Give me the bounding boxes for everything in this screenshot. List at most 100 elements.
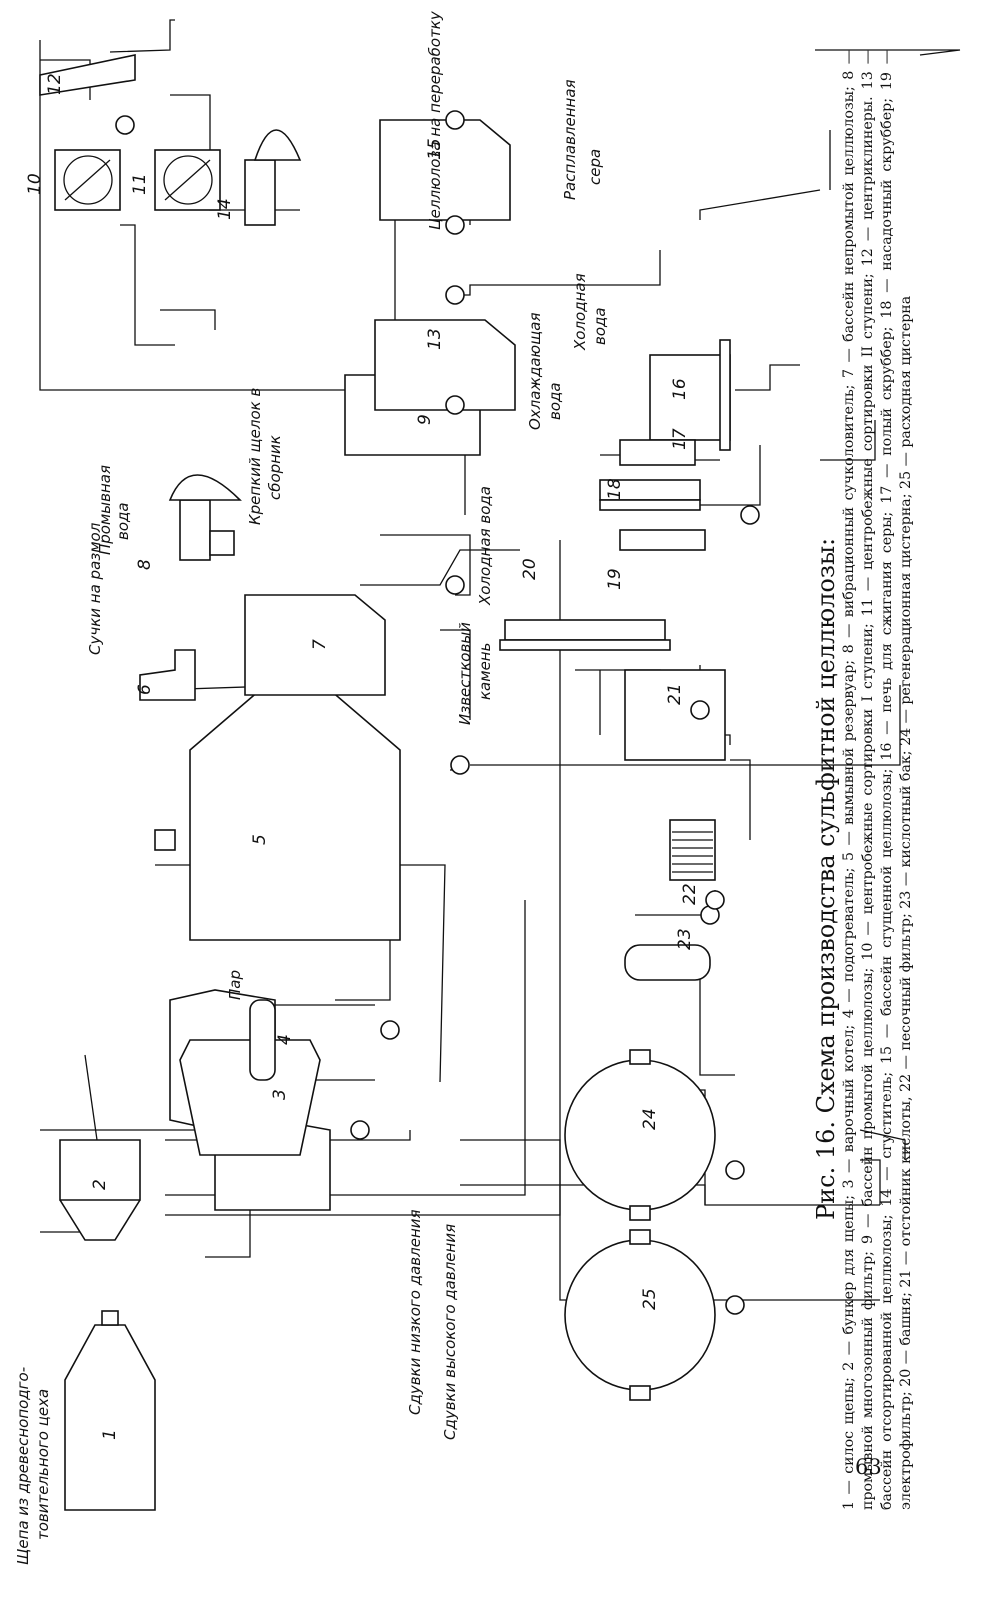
pump-icon <box>725 1295 745 1315</box>
acidtank-to-regen <box>660 964 735 1076</box>
number-11: 11 <box>130 173 150 195</box>
pump-icon <box>690 700 710 720</box>
number-9: 9 <box>415 414 435 425</box>
label-limestone-line1: Известковый <box>456 622 474 725</box>
equipment-4-heater <box>249 999 276 1081</box>
figure-legend: 1 — силос щепы; 2 — бункер для щепы; 3 —… <box>841 50 914 1510</box>
equipment-1-silo <box>64 1310 156 1511</box>
label-wash-water-line2: вода <box>114 502 132 540</box>
equipment-21-settler <box>624 669 726 761</box>
number-23: 23 <box>675 928 695 950</box>
pump-icon <box>725 1160 745 1180</box>
number-15: 15 <box>425 138 445 160</box>
number-20: 20 <box>520 558 540 580</box>
flow-labels: Щепа из древесноподго- товительного цеха… <box>14 10 609 1565</box>
number-10: 10 <box>25 173 45 195</box>
number-16: 16 <box>670 378 690 400</box>
equipment-23-acid-tank <box>624 944 711 981</box>
equipment-17-scrubber <box>619 439 696 466</box>
sulfur-burner-line <box>820 420 876 461</box>
figure-title: Рис. 16. Схема производства сульфитной ц… <box>812 537 840 1220</box>
pump-icon <box>445 395 465 415</box>
number-1: 1 <box>100 1429 120 1440</box>
label-cooling-water-line1: Охлаждающая <box>526 312 544 430</box>
page-number: 63 <box>855 1455 882 1479</box>
label-sulfur-line2: сера <box>586 149 604 185</box>
pump-icon <box>350 1120 370 1140</box>
number-24: 24 <box>640 1108 660 1130</box>
equipment-5-blow-tank <box>154 689 401 941</box>
pump-icon <box>705 890 725 910</box>
label-pulp-out: Целлюлоза на переработку <box>426 10 444 230</box>
number-21: 21 <box>665 683 685 705</box>
equipment-13-vat <box>374 319 516 411</box>
number-18: 18 <box>605 478 625 500</box>
equipment-20-tower <box>499 619 671 651</box>
label-weak-liquor-line2: сборник <box>266 435 284 500</box>
equipment-19-electrofilter <box>619 529 706 551</box>
label-sulfur-line1: Расплавленная <box>561 79 579 200</box>
pulp-out-line <box>815 49 961 56</box>
equipment-14-thickener <box>244 129 302 226</box>
label-chips-in-line1: Щепа из древесноподго- <box>14 1367 32 1565</box>
limestone-line <box>440 629 471 720</box>
number-5: 5 <box>250 834 270 845</box>
supply-connect <box>460 1184 706 1205</box>
tank-to-knotter-line <box>470 685 901 766</box>
supply-loop <box>460 1139 880 1301</box>
number-3: 3 <box>270 1089 290 1100</box>
pump-icon <box>445 575 465 595</box>
pump-icon <box>380 1020 400 1040</box>
equipment-10-screen <box>54 149 121 211</box>
equipment-15-vat <box>379 119 511 221</box>
label-cold-water-line1: Холодная <box>571 273 589 351</box>
label-wash-water-line1: Промывная <box>96 465 114 555</box>
label-cold-water-line2: вода <box>591 307 609 345</box>
equipment-18-scrubber <box>599 479 701 511</box>
pump-icon <box>450 755 470 775</box>
label-low-pressure: Сдувки низкого давления <box>406 1209 424 1415</box>
equipment-12-cleaner <box>39 54 136 96</box>
pump-icon <box>115 115 135 135</box>
equipment-6-knotter <box>139 649 196 701</box>
equipment-7-vat <box>244 594 386 696</box>
number-2: 2 <box>90 1179 110 1190</box>
label-high-pressure: Сдувки высокого давления <box>441 1224 459 1440</box>
cleaner-line <box>109 19 175 53</box>
equipment-16-sulfur-burner <box>649 339 731 451</box>
label-knots: Сучки на размол <box>86 522 104 655</box>
scrubber18-line <box>735 364 800 391</box>
label-weak-liquor-line1: Крепкий щелок в <box>246 388 264 525</box>
pump-icon <box>445 215 465 235</box>
equipment-3-digester <box>169 989 331 1211</box>
pump-icon <box>740 505 760 525</box>
number-4: 4 <box>275 1034 295 1045</box>
number-12: 12 <box>45 73 65 95</box>
label-steam: Пар <box>226 970 244 1000</box>
equipment-24-regen-tank <box>564 1049 716 1221</box>
equipment-22-sand-filter <box>669 819 716 881</box>
number-22: 22 <box>680 883 700 905</box>
vat13-to-thickener <box>455 250 661 296</box>
number-25: 25 <box>640 1288 660 1310</box>
equipment-8-washer <box>168 474 242 561</box>
number-6: 6 <box>135 684 155 695</box>
screen11-feed <box>160 309 216 330</box>
number-17: 17 <box>670 428 690 450</box>
pumps <box>115 110 760 1315</box>
label-chips-in-line2: товительного цеха <box>34 1389 52 1540</box>
number-7: 7 <box>310 639 330 650</box>
vat7-to-washer <box>380 534 471 596</box>
pump-icon <box>445 110 465 130</box>
equipment-number-labels: 1 2 3 4 5 6 7 8 9 10 11 12 13 14 15 16 1… <box>25 73 700 1440</box>
knots-out-line <box>360 549 520 586</box>
equipment-11-screen <box>154 149 221 211</box>
equipment-2-bunker <box>59 1139 141 1241</box>
equipment-25-supply-tank <box>564 1229 716 1401</box>
regen-out <box>859 1129 906 1160</box>
label-cooling-water-line2: вода <box>546 382 564 420</box>
label-limestone-line2: камень <box>476 643 494 700</box>
